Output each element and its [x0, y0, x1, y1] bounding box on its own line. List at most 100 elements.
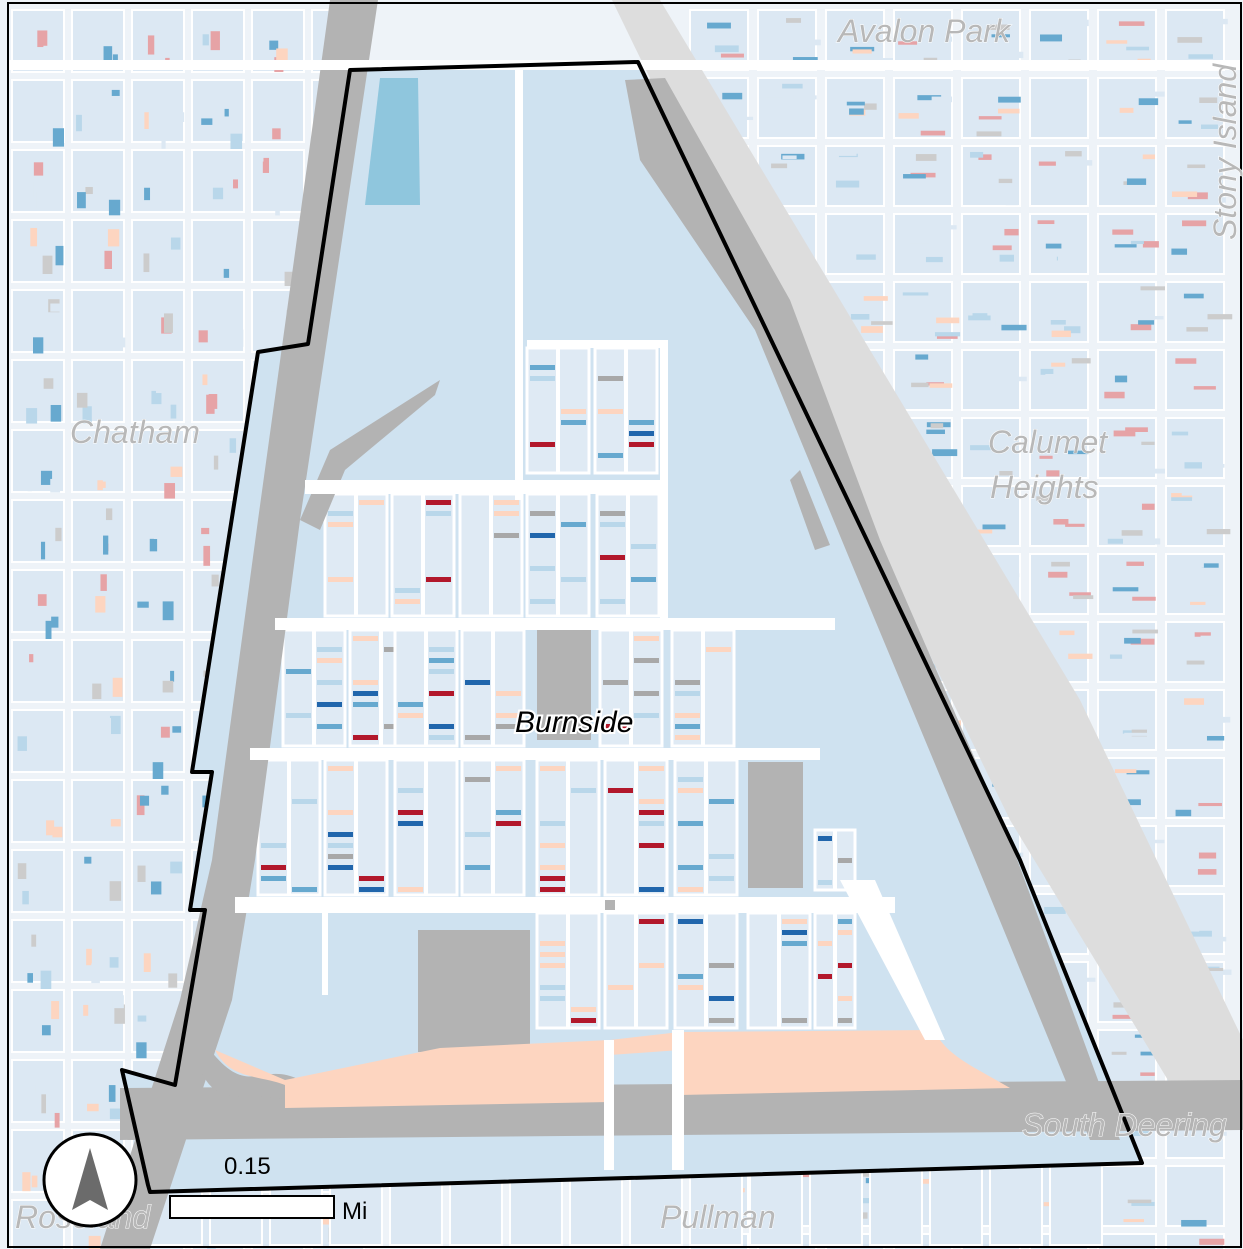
parcel-mark — [136, 184, 148, 193]
parcel-mark — [1130, 1131, 1149, 1137]
alley — [491, 760, 495, 895]
alley — [312, 630, 316, 746]
north-arrow-icon — [42, 1132, 138, 1228]
parcel-mark — [30, 227, 38, 247]
parcel-band — [398, 887, 423, 892]
parcel-mark — [113, 337, 126, 348]
parcel-mark — [1180, 253, 1199, 260]
parcel-mark — [1184, 462, 1203, 469]
parcel-band — [634, 691, 659, 696]
parcel-mark — [1178, 120, 1192, 124]
parcel-mark — [31, 1175, 38, 1188]
alley — [629, 630, 633, 746]
parcel-mark — [43, 45, 54, 56]
parcel-band — [639, 821, 664, 826]
parcel-mark — [22, 890, 29, 905]
parcel-band — [678, 777, 703, 782]
parcel-band — [561, 420, 586, 425]
parcel-mark — [1202, 117, 1221, 121]
parcel-mark — [17, 887, 22, 900]
parcel-band — [782, 941, 807, 946]
parcel — [1097, 485, 1157, 547]
parcel-mark — [930, 423, 944, 429]
parcel-mark — [112, 995, 124, 1009]
parcel-mark — [1141, 441, 1155, 445]
parcel-mark — [112, 677, 123, 697]
parcel-mark — [1126, 770, 1150, 775]
parcel-mark — [707, 22, 731, 29]
parcel-mark — [860, 267, 876, 273]
parcel-band — [540, 996, 565, 1001]
parcel-mark — [26, 408, 38, 424]
parcel-band — [675, 680, 700, 685]
parcel-mark — [863, 263, 880, 268]
parcel-mark — [976, 131, 1002, 137]
parcel-mark — [927, 36, 953, 42]
parcel-band — [317, 702, 342, 707]
parcel — [131, 219, 185, 283]
parcel-mark — [771, 163, 788, 169]
parcel-mark — [27, 181, 34, 198]
parcel-band — [598, 376, 623, 381]
parcel-mark — [164, 483, 176, 499]
alley — [421, 494, 425, 616]
parcel-mark — [92, 683, 102, 700]
parcel — [1029, 485, 1089, 547]
parcel-band — [494, 533, 519, 538]
parcel-mark — [1073, 595, 1094, 600]
parcel-band — [540, 941, 565, 946]
parcel-mark — [1201, 563, 1219, 568]
parcel-mark — [998, 178, 1013, 184]
parcel-mark — [223, 268, 230, 278]
parcel-mark — [55, 245, 64, 266]
parcel-mark — [272, 128, 281, 140]
parcel-band — [429, 658, 454, 663]
parcel-band — [261, 843, 286, 848]
parcel-band — [678, 821, 703, 826]
parcel-band — [328, 832, 353, 837]
parcel-mark — [164, 313, 173, 333]
parcel-mark — [230, 133, 243, 151]
parcel-mark — [36, 191, 44, 209]
parcel-band — [709, 876, 734, 881]
parcel-mark — [99, 481, 106, 488]
alley — [701, 630, 705, 746]
parcel-mark — [1142, 241, 1159, 248]
scale-bar-unit: Mi — [342, 1198, 367, 1225]
parcel-mark — [1107, 538, 1124, 544]
parcel-band — [600, 599, 625, 604]
parcel-band — [540, 887, 565, 892]
parcel-mark — [903, 174, 926, 179]
parcel-mark — [915, 154, 937, 161]
parcel — [71, 359, 125, 423]
parcel-band — [838, 963, 852, 968]
parcel-mark — [1206, 1131, 1227, 1136]
parcel-band — [639, 887, 664, 892]
parcel-mark — [27, 973, 33, 983]
parcel-mark — [1124, 732, 1149, 736]
parcel-band — [292, 799, 317, 804]
parcel-mark — [109, 1108, 121, 1120]
parcel-mark — [1050, 320, 1066, 325]
parcel-band — [608, 788, 633, 793]
parcel-mark — [109, 957, 119, 968]
parcel-mark — [796, 39, 821, 46]
parcel-band — [603, 680, 628, 685]
parcel-mark — [1118, 21, 1145, 26]
parcel-mark — [50, 303, 61, 312]
parcel-mark — [972, 313, 988, 320]
parcel — [131, 289, 185, 353]
parcel-mark — [54, 1112, 60, 1128]
parcel-mark — [1186, 327, 1208, 332]
parcel-mark — [1127, 1199, 1152, 1204]
parcel-mark — [863, 296, 888, 301]
parcel-mark — [923, 664, 947, 668]
parcel-mark — [50, 478, 61, 493]
parcel-mark — [931, 96, 953, 103]
parcel-mark — [137, 601, 149, 608]
parcel-mark — [856, 254, 876, 260]
parcel-mark — [993, 498, 1007, 504]
parcel-band — [353, 636, 378, 641]
parcel-band — [359, 887, 384, 892]
